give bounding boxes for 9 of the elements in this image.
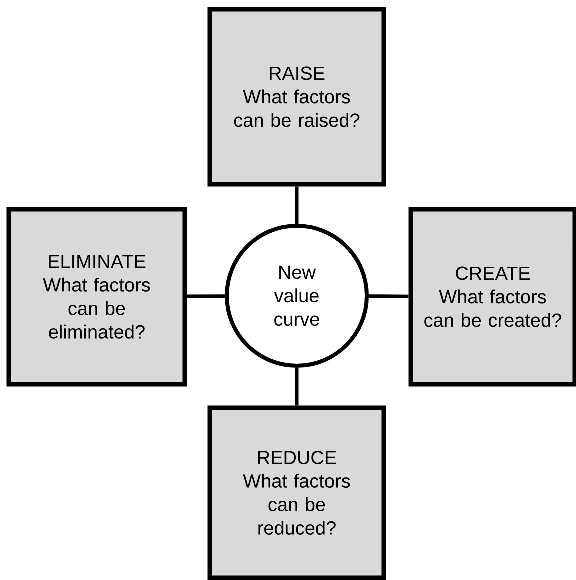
circle-node: New value curve xyxy=(225,224,369,368)
quadrant-box: REDUCE What factors can be reduced? xyxy=(208,406,386,580)
connector-line xyxy=(295,368,299,406)
quadrant-box: CREATE What factors can be created? xyxy=(408,207,576,387)
connector-line xyxy=(295,186,299,224)
quadrant-box: ELIMINATE What factors can be eliminated? xyxy=(6,207,188,387)
connector-line xyxy=(369,294,409,298)
quadrant-box: RAISE What factors can be raised? xyxy=(208,7,386,187)
connector-line xyxy=(187,294,226,298)
